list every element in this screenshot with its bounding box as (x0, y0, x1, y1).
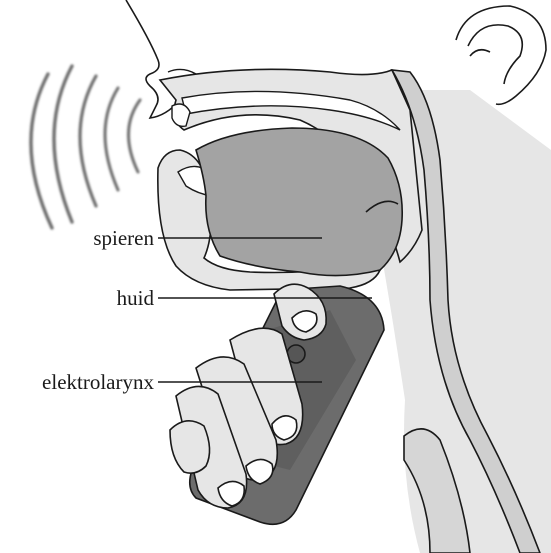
finger-4 (170, 421, 210, 473)
ear (456, 6, 546, 104)
label-device: elektrolarynx (42, 370, 154, 394)
label-skin: huid (117, 286, 155, 310)
face-profile (126, 0, 180, 118)
upper-teeth (172, 104, 190, 126)
sound-waves (31, 66, 140, 228)
label-muscles: spieren (93, 226, 154, 250)
nostril (168, 69, 196, 74)
tongue-muscle (196, 128, 402, 276)
